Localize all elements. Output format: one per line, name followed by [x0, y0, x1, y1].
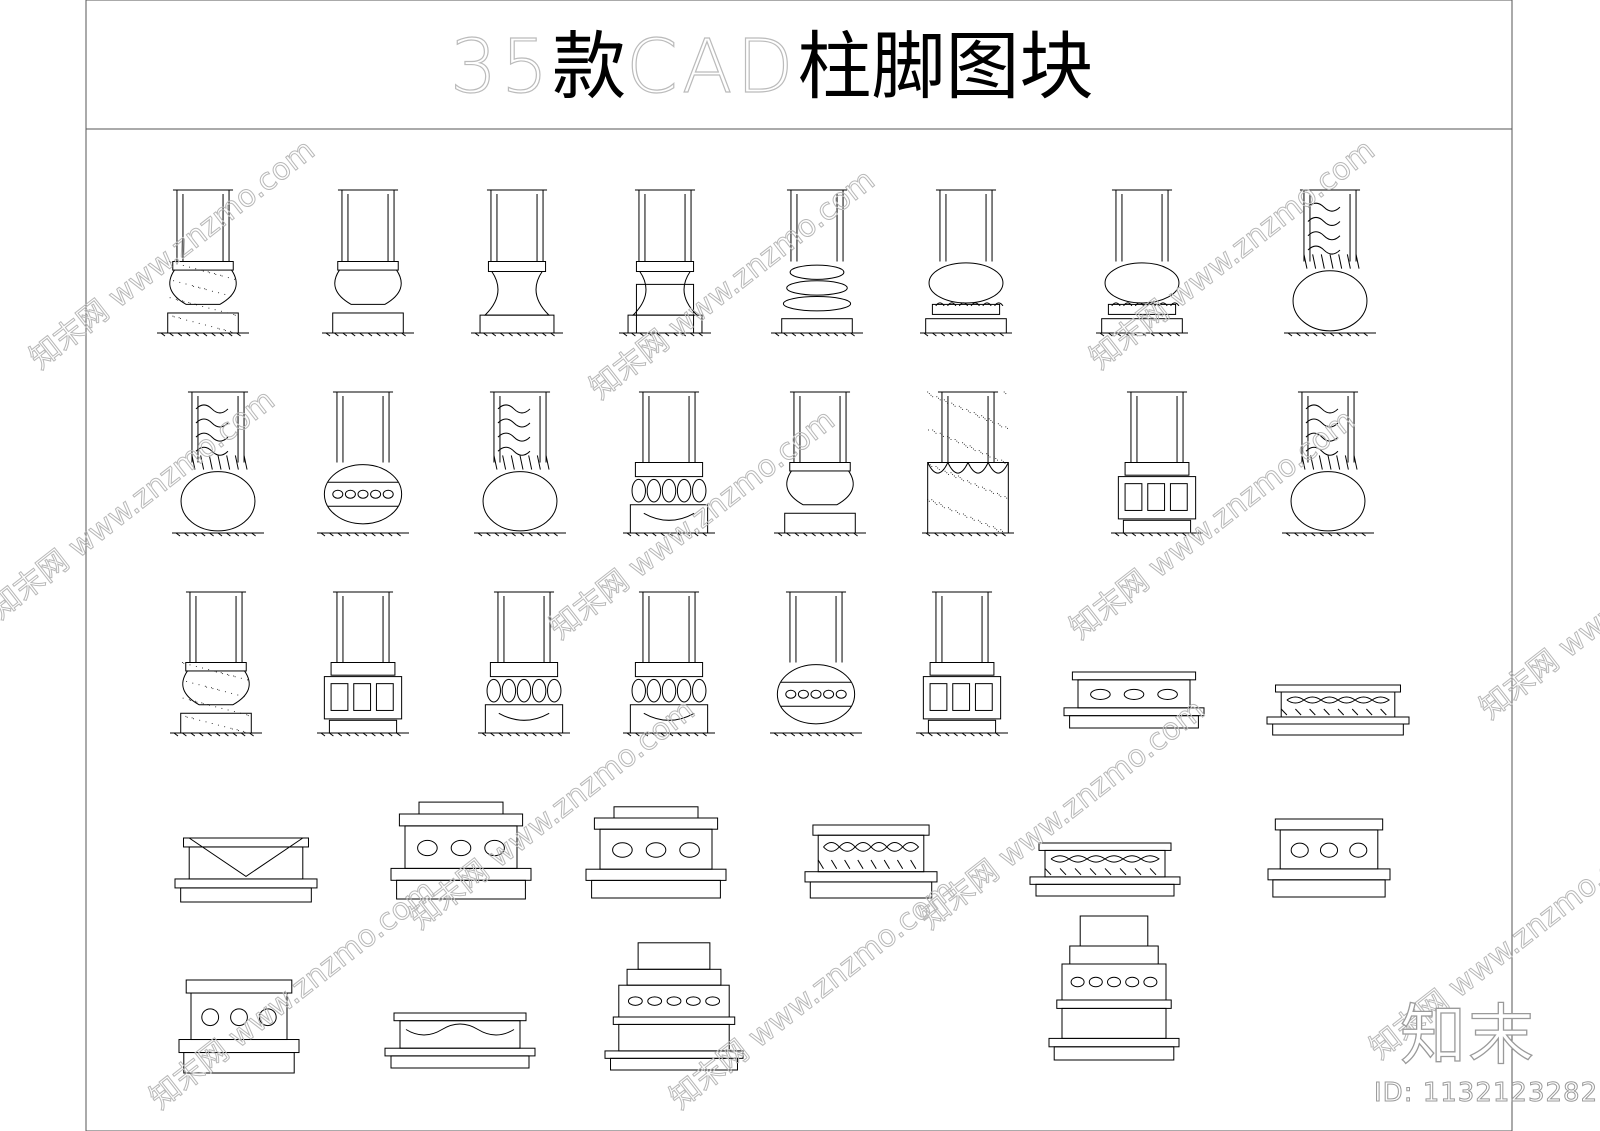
sheet-title: 35款CAD柱脚图块 — [449, 22, 1094, 112]
column-base-block-21 — [770, 591, 862, 737]
title-count: 35 — [449, 23, 553, 110]
column-base-block-9 — [172, 391, 264, 537]
column-base-block-15 — [1111, 391, 1203, 537]
column-base-block-22 — [916, 591, 1008, 737]
plinth-block-11 — [604, 942, 744, 1071]
column-base-block-19 — [478, 591, 570, 737]
plinth-block-8 — [1267, 818, 1391, 898]
column-base-block-18 — [317, 591, 409, 737]
plinth-block-10 — [384, 1012, 536, 1069]
plinth-block-5 — [585, 806, 727, 899]
plinth-block-1 — [1063, 671, 1205, 729]
title-subject: 柱脚图块 — [797, 24, 1094, 110]
column-base-block-5 — [771, 189, 863, 337]
column-base-block-17 — [170, 591, 262, 737]
column-base-block-3 — [471, 189, 563, 337]
column-base-block-12 — [623, 391, 715, 537]
title-cad: CAD — [626, 23, 798, 110]
column-base-block-7 — [1096, 189, 1188, 337]
column-base-block-20 — [623, 591, 715, 737]
plinth-block-3 — [174, 837, 318, 903]
column-base-block-4 — [619, 189, 711, 337]
plinth-block-4 — [390, 801, 532, 900]
column-base-block-10 — [317, 391, 409, 537]
plinth-block-9 — [178, 979, 300, 1074]
plinth-block-100 — [1048, 915, 1180, 1061]
column-base-block-11 — [474, 391, 566, 537]
brand-watermark: 知末 — [1399, 996, 1536, 1074]
column-base-block-13 — [774, 391, 866, 537]
column-base-block-16 — [1282, 391, 1374, 537]
plinth-block-2 — [1266, 684, 1410, 736]
title-word: 款 — [552, 24, 627, 110]
column-base-block-6 — [920, 189, 1012, 337]
plinth-block-7 — [1029, 842, 1181, 897]
column-base-block-1 — [157, 189, 249, 337]
plinth-block-6 — [804, 824, 938, 899]
id-watermark: ID: 1132123282 — [1373, 1078, 1599, 1109]
column-base-block-8 — [1284, 189, 1376, 337]
column-base-block-14 — [922, 391, 1014, 537]
column-base-block-2 — [322, 189, 414, 337]
